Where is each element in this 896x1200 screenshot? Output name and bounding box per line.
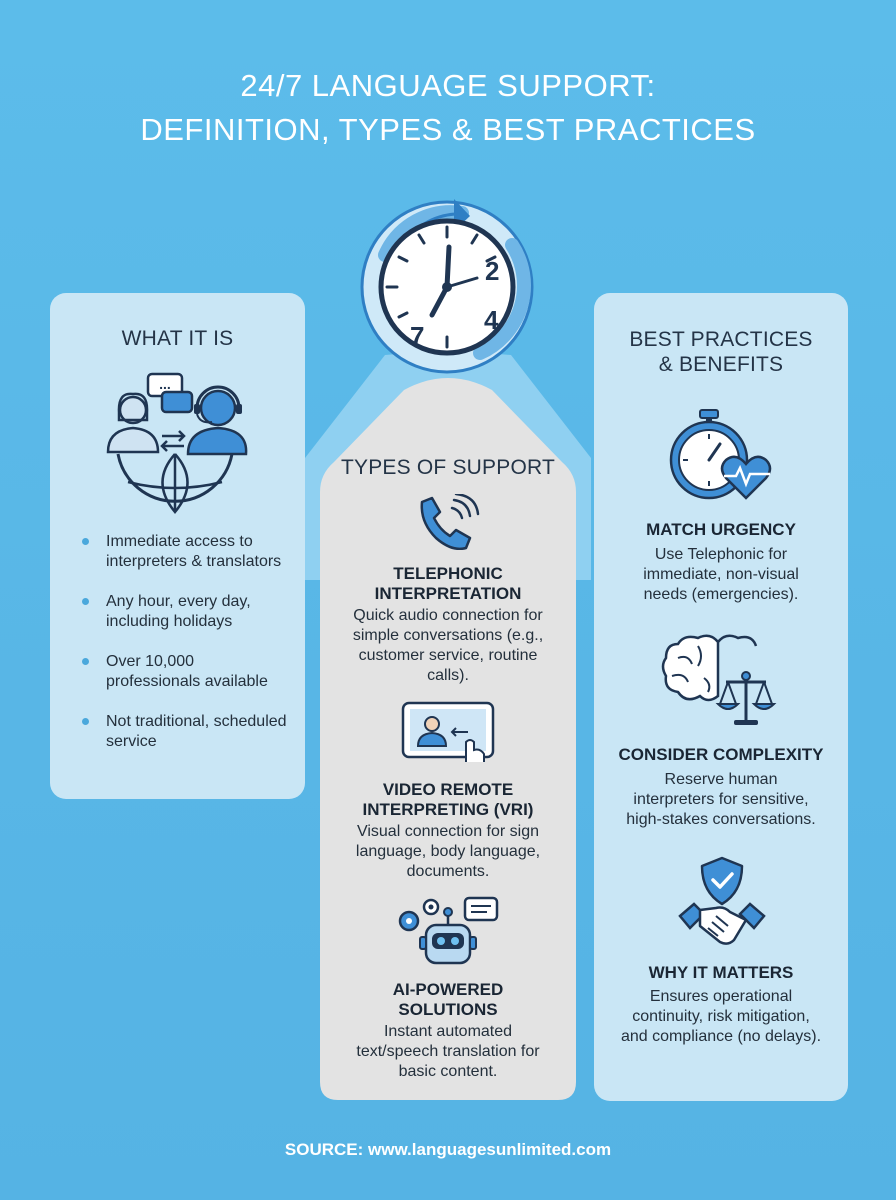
telephonic-title: TELEPHONIC INTERPRETATION [374,564,522,603]
list-item: Immediate access to interpreters & trans… [80,532,290,572]
list-item: Over 10,000 professionals available [80,652,290,692]
match-urgency-description: Use Telephonic for immediate, non-visual… [643,546,799,603]
consider-complexity-title: CONSIDER COMPLEXITY [618,745,824,764]
clock-icon: 2 4 7 [360,199,534,374]
list-item: Any hour, every day, including holidays [80,592,290,632]
chat-dots: ... [159,376,171,392]
source-link[interactable]: SOURCE: www.languagesunlimited.com [284,1140,612,1159]
vri-description: Visual connection for sign language, bod… [355,823,541,880]
match-urgency-title: MATCH URGENCY [646,520,796,539]
telephone-icon [420,494,480,550]
interpreter-globe-icon: ... [106,372,248,514]
ai-powered-title: AI-POWERED SOLUTIONS [392,980,504,1019]
vri-title: VIDEO REMOTE INTERPRETING (VRI) [362,780,534,819]
types-of-support-heading: TYPES OF SUPPORT [340,456,556,479]
ai-powered-description: Instant automated text/speech translatio… [356,1023,540,1080]
telephonic-description: Quick audio connection for simple conver… [352,607,544,684]
clock-number-4: 4 [484,305,499,335]
video-tablet-icon [401,701,495,762]
infographic-title-line1: 24/7 LANGUAGE SUPPORT: [240,68,656,103]
stopwatch-heart-icon [669,409,772,500]
list-item: Not traditional, scheduled service [80,712,290,752]
what-it-is-heading: WHAT IT IS [121,327,234,350]
consider-complexity-description: Reserve human interpreters for sensitive… [626,771,816,828]
clock-number-2: 2 [485,256,499,286]
ai-robot-icon [398,896,499,965]
shield-handshake-icon [678,856,766,945]
what-it-is-list: Immediate access to interpreters & trans… [80,532,290,772]
why-it-matters-description: Ensures operational continuity, risk mit… [620,988,822,1045]
infographic-title-line2: DEFINITION, TYPES & BEST PRACTICES [140,112,756,147]
brain-scales-icon [661,634,777,725]
best-practices-heading: BEST PRACTICES & BENEFITS [629,328,813,376]
why-it-matters-title: WHY IT MATTERS [648,963,794,982]
clock-number-7: 7 [410,321,424,351]
